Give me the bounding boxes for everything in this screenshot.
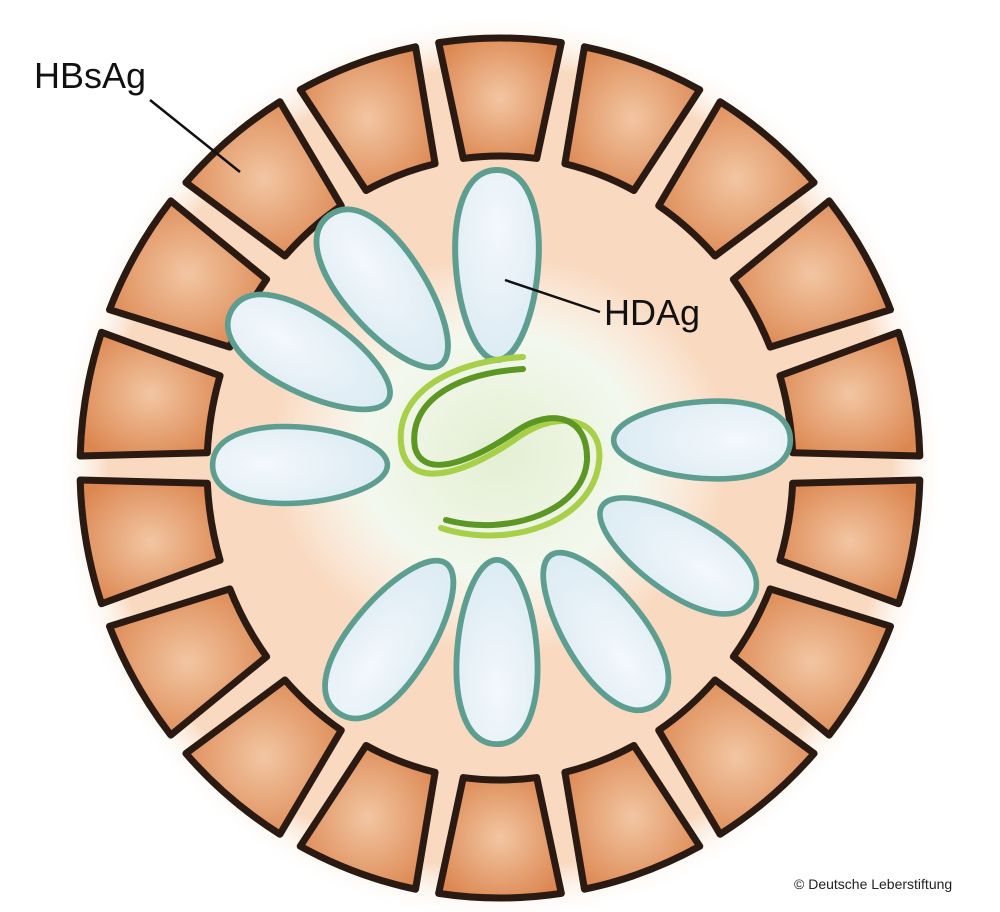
hbsag-segment xyxy=(561,741,704,893)
hbsag-segment xyxy=(76,476,224,608)
hdag-petal xyxy=(452,166,542,364)
hbsag-segment xyxy=(729,197,895,351)
hbsag-segment xyxy=(435,774,565,902)
hdag-petal xyxy=(322,557,457,722)
hdag-petals xyxy=(209,166,794,748)
hbsag-label: HBsAg xyxy=(34,55,147,96)
hbsag-segment xyxy=(296,43,439,195)
rna-genome xyxy=(397,354,603,539)
hbsag-segment xyxy=(776,328,924,460)
hdag-label: HDAg xyxy=(604,292,701,333)
hbsag-segment xyxy=(729,585,895,739)
hbsag-segment xyxy=(655,98,818,260)
hdag-petal xyxy=(540,549,672,714)
hdag-petal xyxy=(610,398,794,482)
copyright-notice: © Deutsche Leberstiftung xyxy=(794,876,953,892)
hbsag-segment xyxy=(105,585,271,739)
hdag-petal xyxy=(209,423,391,507)
hbsag-segment xyxy=(76,328,224,460)
hdag-petal xyxy=(313,206,451,371)
hdag-petal xyxy=(597,495,759,617)
hbsag-segment xyxy=(296,741,439,893)
hbsag-segment xyxy=(435,34,565,162)
hbsag-segment xyxy=(776,476,924,608)
hdag-petal xyxy=(225,291,393,413)
hbsag-leader-line xyxy=(149,99,241,173)
hbsag-segment xyxy=(561,43,704,195)
hbsag-segment xyxy=(655,676,818,838)
core-glow xyxy=(270,255,730,655)
rna-strand-outer xyxy=(397,354,603,539)
hdag-leader-line xyxy=(504,278,601,314)
hbsag-segment xyxy=(182,676,345,838)
hbsag-envelope-ring xyxy=(76,34,924,902)
hdag-petal xyxy=(453,556,541,748)
hbsag-segment xyxy=(182,98,345,260)
rna-strand-inner xyxy=(411,366,591,529)
